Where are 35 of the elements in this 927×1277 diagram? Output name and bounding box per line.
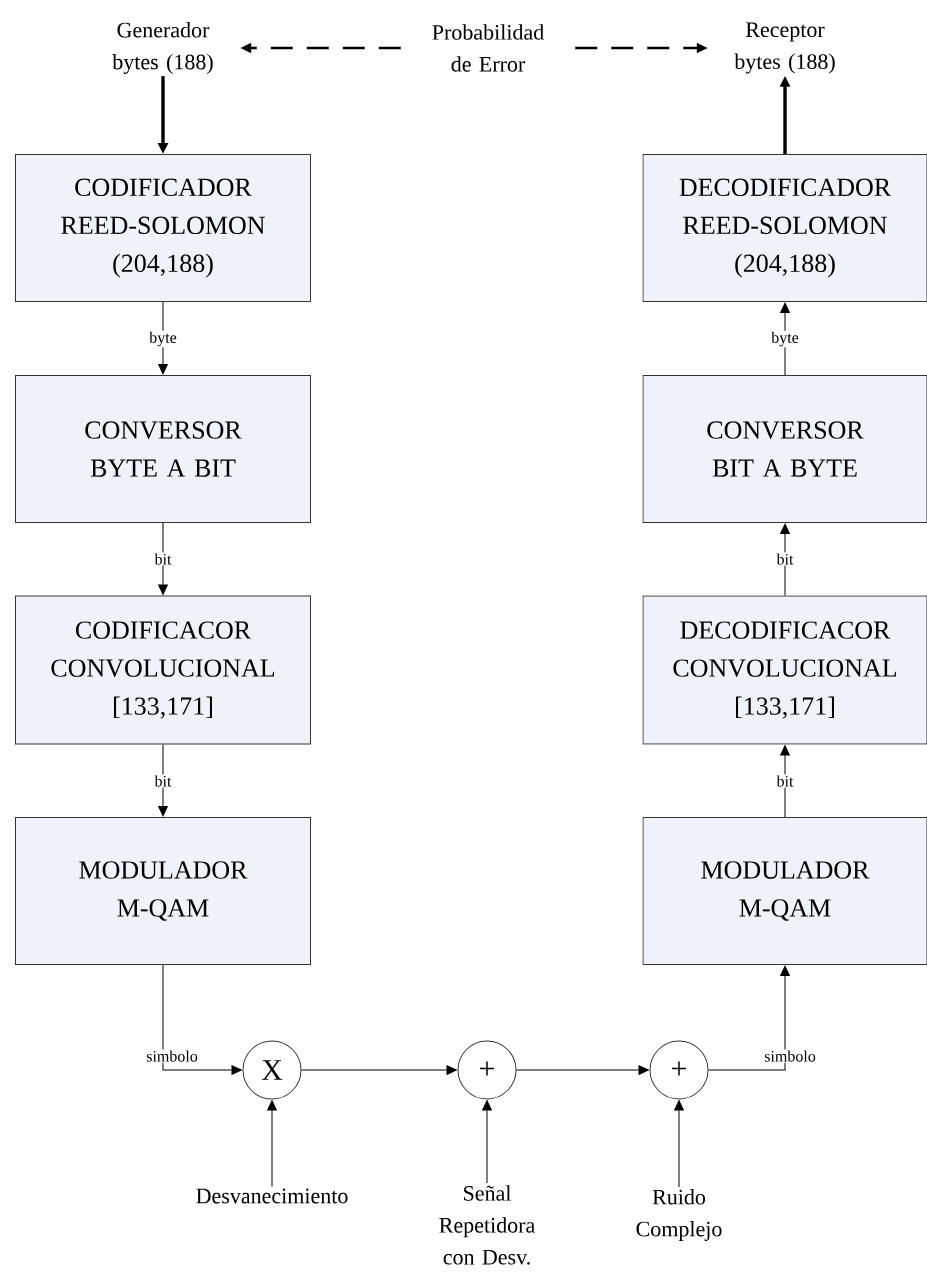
arrow xyxy=(674,1100,684,1188)
edge-label: byte xyxy=(148,330,178,348)
process-box: DECODIFICADOR REED-SOLOMON (204,188) xyxy=(642,154,927,302)
signal-label: Desvanecimiento xyxy=(196,1188,348,1204)
signal-label: Generador bytes (188) xyxy=(112,22,213,74)
edge-label: simbolo xyxy=(145,1049,199,1063)
arrow xyxy=(780,302,790,376)
edge-label: bit xyxy=(775,552,795,566)
process-box: MODULADOR M-QAM xyxy=(642,817,927,965)
arrow xyxy=(158,301,168,375)
edge-label: bit xyxy=(153,552,173,566)
signal-label: Señal Repetidora con Desv. xyxy=(439,1185,535,1265)
arrow xyxy=(162,964,242,1075)
edge-label: bit xyxy=(153,774,173,788)
edge-label: byte xyxy=(770,330,800,348)
signal-label: Ruido Complejo xyxy=(636,1189,722,1241)
process-box: MODULADOR M-QAM xyxy=(15,817,311,965)
process-box: DECODIFICACOR CONVOLUCIONAL [133,171] xyxy=(642,595,927,745)
process-box: CONVERSOR BYTE A BIT xyxy=(15,375,311,523)
arrow xyxy=(301,1065,457,1075)
arrow xyxy=(516,1065,649,1075)
arrow xyxy=(158,522,168,595)
signal-label: Receptor bytes (188) xyxy=(734,22,835,74)
arrow xyxy=(158,744,168,817)
process-box: CONVERSOR BIT A BYTE xyxy=(642,375,927,523)
arrow xyxy=(482,1100,492,1184)
edge-label: bit xyxy=(775,774,795,788)
process-box: CODIFICADOR REED-SOLOMON (204,188) xyxy=(15,154,311,302)
arrow xyxy=(267,1100,277,1187)
arrow xyxy=(780,523,790,596)
signal-label: Probabilidad de Error xyxy=(432,24,544,72)
arrow xyxy=(708,965,790,1071)
edge-label: simbolo xyxy=(763,1049,817,1063)
arrow xyxy=(780,745,790,818)
process-box: CODIFICACOR CONVOLUCIONAL [133,171] xyxy=(15,595,311,745)
